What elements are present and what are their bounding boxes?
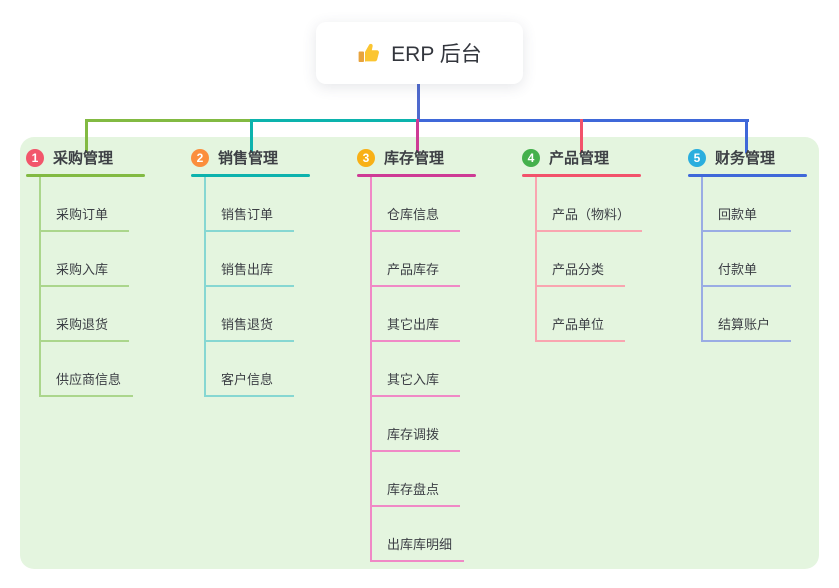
child-node[interactable]: 产品单位 [535, 287, 625, 342]
children-spine-line [701, 177, 703, 342]
branch-underline [688, 174, 807, 177]
child-node[interactable]: 客户信息 [204, 342, 294, 397]
branch-number-badge: 2 [191, 148, 209, 167]
branch-number-badge: 4 [522, 148, 540, 167]
child-node[interactable]: 库存调拨 [370, 397, 460, 452]
branch-drop-line-3 [416, 119, 419, 153]
bus-segment-3 [417, 119, 749, 122]
child-node[interactable]: 出库库明细 [370, 507, 465, 562]
children-spine-line [204, 177, 206, 397]
child-node[interactable]: 采购入库 [39, 232, 129, 287]
child-node[interactable]: 付款单 [701, 232, 791, 287]
child-node[interactable]: 销售退货 [204, 287, 294, 342]
branch-5-title-node[interactable]: 5 财务管理 [688, 148, 818, 167]
branch-children: 仓库信息产品库存其它出库其它入库库存调拨库存盘点出库库明细 [370, 177, 487, 562]
branch-title: 产品管理 [549, 150, 610, 167]
branch-3-title-node[interactable]: 3 库存管理 [357, 148, 487, 167]
branch-4: 4 产品管理产品（物料）产品分类产品单位 [522, 148, 652, 342]
child-node[interactable]: 采购退货 [39, 287, 129, 342]
child-node[interactable]: 供应商信息 [39, 342, 134, 397]
child-node[interactable]: 其它入库 [370, 342, 460, 397]
child-node[interactable]: 销售订单 [204, 177, 294, 232]
child-node[interactable]: 结算账户 [701, 287, 791, 342]
branch-drop-line-2 [250, 119, 253, 153]
branch-underline [522, 174, 641, 177]
branch-drop-line-5 [745, 119, 748, 153]
children-spine-line [370, 177, 372, 562]
root-connector-line [417, 84, 420, 122]
branch-title: 财务管理 [715, 150, 776, 167]
children-spine-line [535, 177, 537, 342]
branch-children: 采购订单采购入库采购退货供应商信息 [39, 177, 156, 397]
child-node[interactable]: 仓库信息 [370, 177, 460, 232]
branch-underline [357, 174, 476, 177]
children-spine-line [39, 177, 41, 397]
root-title: ERP 后台 [391, 43, 482, 66]
child-node[interactable]: 产品分类 [535, 232, 625, 287]
branch-1: 1 采购管理采购订单采购入库采购退货供应商信息 [26, 148, 156, 397]
branch-number-badge: 5 [688, 148, 706, 167]
bus-segment-2 [251, 119, 419, 122]
branch-underline [26, 174, 145, 177]
branch-children: 回款单付款单结算账户 [701, 177, 818, 342]
child-node[interactable]: 产品库存 [370, 232, 460, 287]
branch-1-title-node[interactable]: 1 采购管理 [26, 148, 156, 167]
child-node[interactable]: 采购订单 [39, 177, 129, 232]
root-node[interactable]: ERP 后台 [316, 22, 523, 84]
branch-children: 产品（物料）产品分类产品单位 [535, 177, 652, 342]
branch-drop-line-4 [580, 119, 583, 153]
thumbs-up-icon [357, 41, 381, 65]
branch-title: 库存管理 [384, 150, 445, 167]
branch-children: 销售订单销售出库销售退货客户信息 [204, 177, 321, 397]
branch-title: 采购管理 [53, 150, 114, 167]
child-node[interactable]: 产品（物料） [535, 177, 643, 232]
branch-2: 2 销售管理销售订单销售出库销售退货客户信息 [191, 148, 321, 397]
branch-underline [191, 174, 310, 177]
branch-3: 3 库存管理仓库信息产品库存其它出库其它入库库存调拨库存盘点出库库明细 [357, 148, 487, 562]
branch-2-title-node[interactable]: 2 销售管理 [191, 148, 321, 167]
child-node[interactable]: 其它出库 [370, 287, 460, 342]
branch-number-badge: 3 [357, 148, 375, 167]
branch-5: 5 财务管理回款单付款单结算账户 [688, 148, 818, 342]
branch-number-badge: 1 [26, 148, 44, 167]
child-node[interactable]: 库存盘点 [370, 452, 460, 507]
child-node[interactable]: 回款单 [701, 177, 791, 232]
background-panel [20, 137, 819, 569]
branch-4-title-node[interactable]: 4 产品管理 [522, 148, 652, 167]
child-node[interactable]: 销售出库 [204, 232, 294, 287]
branch-title: 销售管理 [218, 150, 279, 167]
bus-segment-1 [86, 119, 253, 122]
branch-drop-line-1 [85, 119, 88, 153]
